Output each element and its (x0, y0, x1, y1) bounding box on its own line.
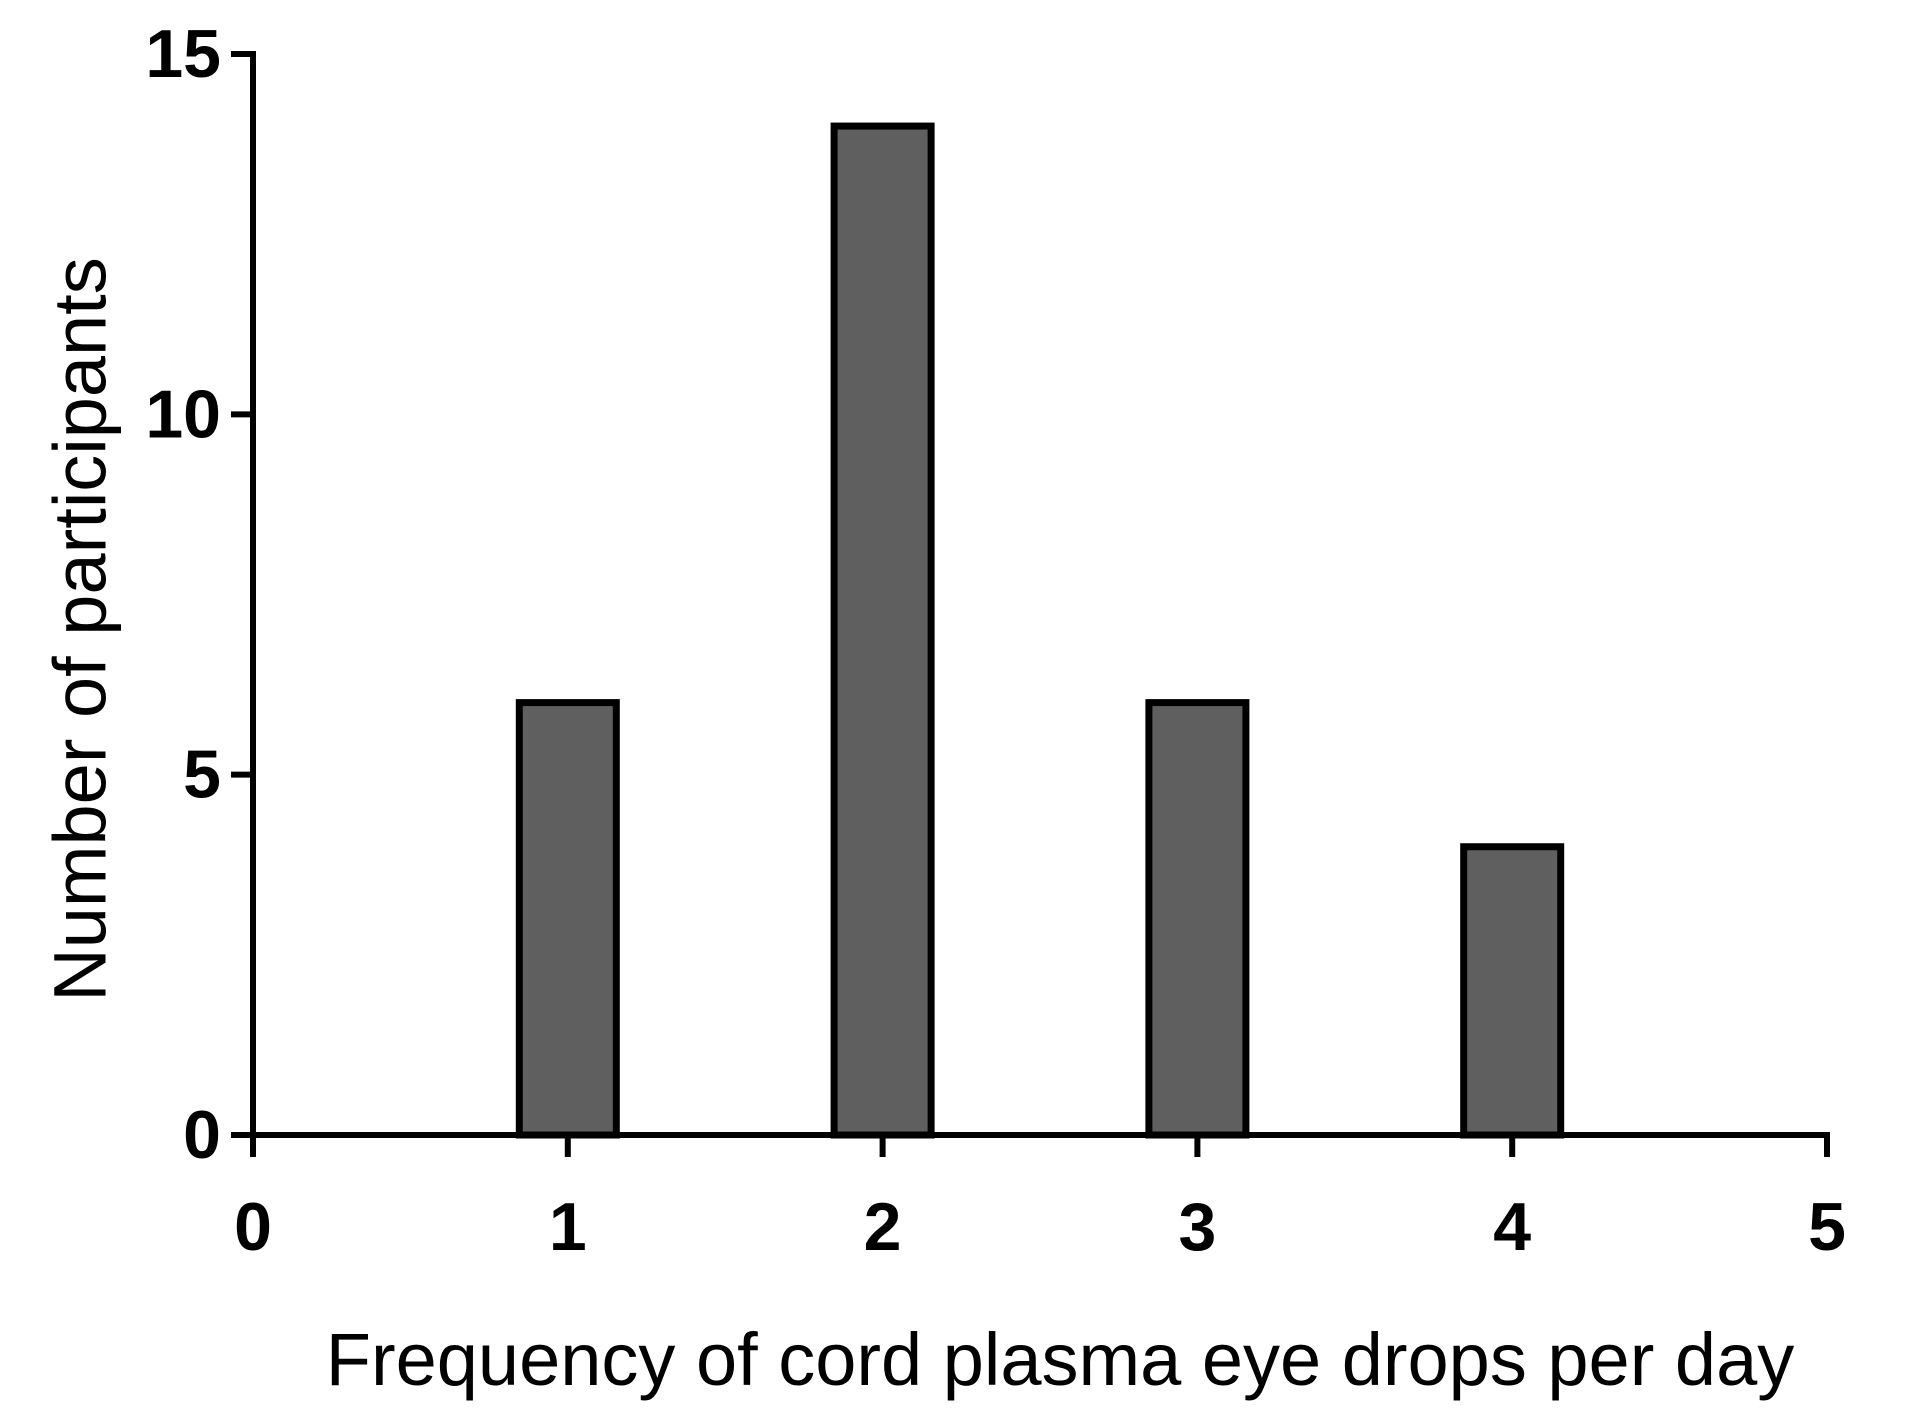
axes-layer (250, 51, 1830, 1138)
x-tick-label: 2 (864, 1189, 902, 1265)
y-ticks: 0 5 10 15 (145, 16, 253, 1173)
x-ticks: 0 1 2 3 4 5 (234, 1135, 1846, 1265)
y-axis-title: Number of participants (39, 257, 122, 1001)
bars-layer (515, 122, 1565, 1139)
y-tick-label: 5 (183, 737, 221, 813)
y-tick-label: 0 (183, 1097, 221, 1173)
bar-4 (1460, 843, 1565, 1139)
x-tick-label: 1 (549, 1189, 587, 1265)
x-tick-label: 0 (234, 1189, 272, 1265)
x-tick-label: 3 (1178, 1189, 1216, 1265)
bar-1 (515, 699, 620, 1139)
bar-2 (830, 122, 935, 1139)
bar-3 (1145, 699, 1250, 1139)
x-tick-label: 4 (1493, 1189, 1531, 1265)
x-axis-title: Frequency of cord plasma eye drops per d… (326, 1318, 1794, 1401)
y-tick-label: 15 (145, 16, 221, 92)
x-tick-label: 5 (1808, 1189, 1846, 1265)
y-tick-label: 10 (145, 376, 221, 452)
